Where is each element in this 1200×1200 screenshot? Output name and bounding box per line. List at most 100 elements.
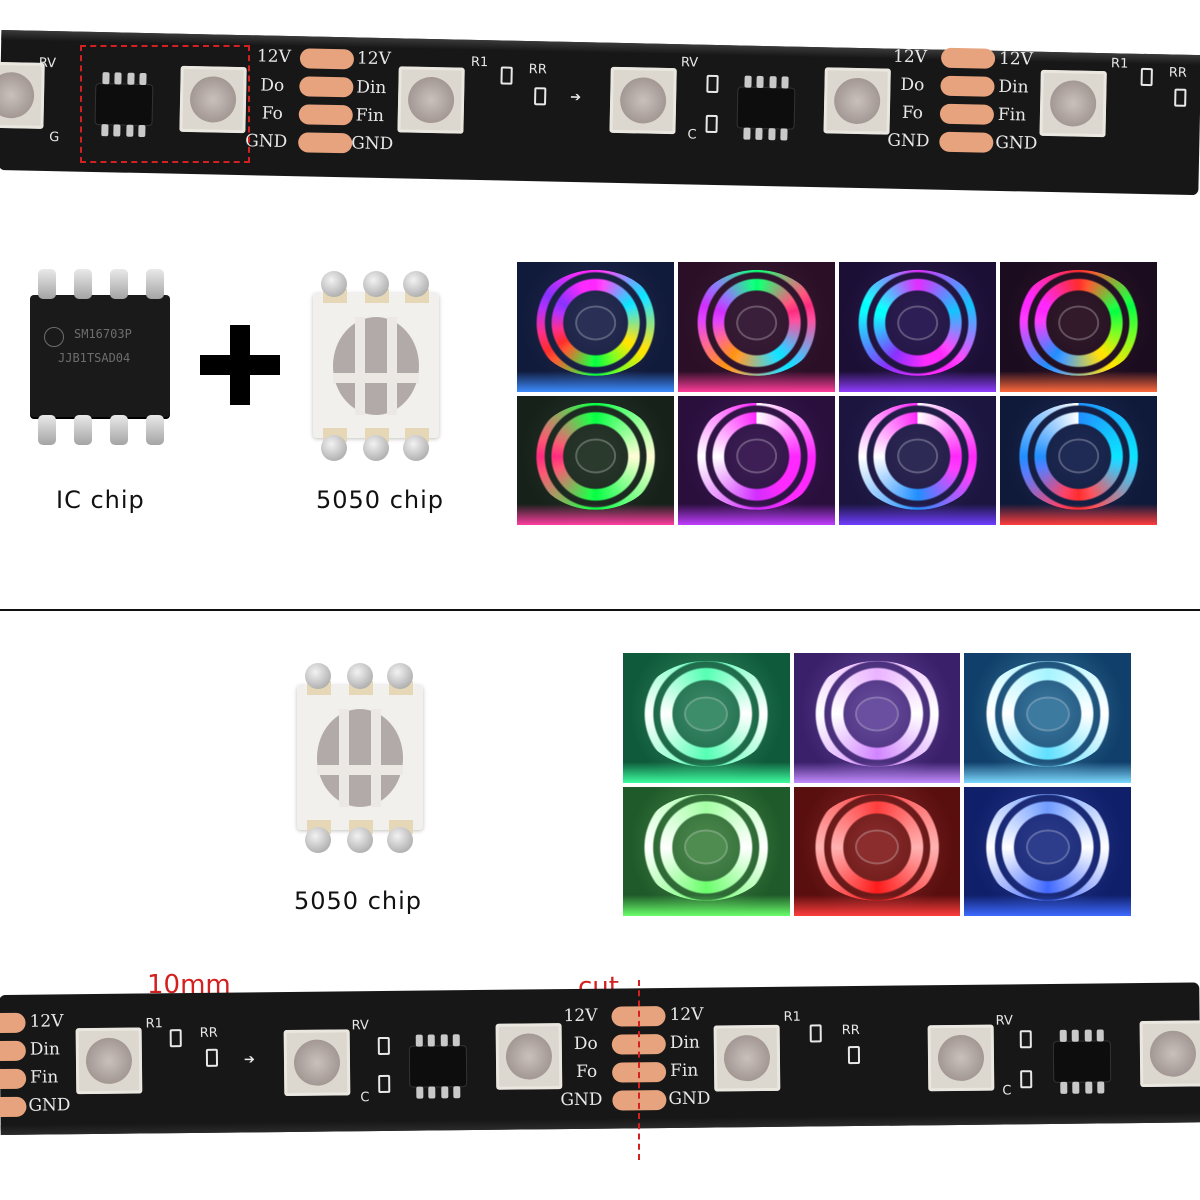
- light-reflection: [793, 895, 961, 916]
- reel-hub: [1059, 307, 1098, 339]
- reel-hub: [576, 307, 615, 339]
- led-5050: [1139, 1020, 1200, 1088]
- resistor: [1019, 1030, 1032, 1049]
- led-strip-reel-photo: [678, 262, 835, 392]
- solder-pad: [939, 131, 994, 153]
- led-5050-closeup: [297, 663, 423, 853]
- reel-hub: [856, 698, 897, 730]
- led-strip-reel-photo: [623, 653, 790, 783]
- silk-gnd: GND: [560, 1089, 603, 1111]
- direction-arrow-icon: ➔: [570, 89, 582, 106]
- light-reflection: [964, 895, 1131, 916]
- silk-rr: RR: [528, 62, 547, 78]
- ic-logo-icon: [44, 327, 64, 347]
- reel-hub: [576, 440, 615, 472]
- silk-12v: 12V: [563, 1005, 598, 1027]
- silk-c: C: [360, 1090, 370, 1106]
- light-reflection: [1000, 504, 1157, 525]
- plus-icon: [200, 325, 280, 405]
- led-5050: [713, 1024, 781, 1092]
- cut-line: [638, 980, 640, 1160]
- led-5050: [609, 66, 677, 135]
- silk-fin: Fin: [997, 104, 1027, 126]
- silk-rr: RR: [841, 1022, 860, 1039]
- led-strip-reel-photo: [793, 653, 961, 783]
- reel-hub: [686, 698, 727, 730]
- reel-hub: [1027, 698, 1068, 730]
- silk-gnd: GND: [28, 1095, 71, 1116]
- solder-pad: [939, 103, 995, 125]
- led-strip-reel-photo: [839, 262, 996, 392]
- led-strip-reel-photo: [517, 262, 674, 392]
- ic-marking-line1: SM16703P: [74, 327, 132, 341]
- resistor: [1174, 88, 1187, 107]
- capacitor: [378, 1074, 391, 1094]
- solder-pad: [298, 104, 353, 126]
- capacitor: [1020, 1070, 1033, 1089]
- led-strip-reel-photo: [1000, 395, 1157, 525]
- ic-chip-closeup: SM16703P JJB1TSAD04: [30, 269, 170, 445]
- silk-c: C: [1002, 1083, 1012, 1099]
- silk-fin: Fin: [355, 105, 385, 127]
- led-lens: [333, 317, 419, 415]
- led-5050: [0, 61, 45, 129]
- reel-hub: [898, 307, 937, 339]
- silk-rr: RR: [199, 1025, 218, 1041]
- light-reflection: [1000, 370, 1157, 392]
- light-reflection: [623, 761, 790, 783]
- led-strip-reel-photo: [1000, 262, 1157, 392]
- reel-hub: [686, 831, 727, 863]
- light-reflection: [678, 504, 835, 525]
- silk-do: Do: [573, 1033, 598, 1054]
- silk-fo: Fo: [261, 103, 284, 124]
- silk-rv: RV: [995, 1013, 1013, 1029]
- reel-hub: [737, 440, 776, 472]
- led-strip-reel-photo: [793, 786, 961, 916]
- resistor: [847, 1045, 861, 1065]
- silk-gnd: GND: [887, 130, 930, 152]
- light-reflection: [517, 504, 674, 525]
- solder-pad: [299, 48, 355, 70]
- resistor: [1140, 67, 1153, 87]
- silk-din: Din: [356, 77, 387, 99]
- resistor: [809, 1024, 822, 1043]
- resistor: [534, 87, 547, 106]
- silk-12v: 12V: [29, 1011, 64, 1032]
- resistor: [500, 66, 513, 85]
- led-5050: [1039, 69, 1107, 138]
- silk-fin: Fin: [669, 1060, 699, 1081]
- led-5050-caption-bottom: 5050 chip: [294, 887, 423, 915]
- silk-rv: RV: [38, 55, 57, 72]
- silk-12v: 12V: [669, 1004, 704, 1025]
- solder-pad: [0, 1068, 27, 1090]
- light-reflection: [623, 895, 790, 916]
- silk-do: Do: [260, 75, 285, 96]
- led-strip-bottom: 12V Din Fin GND R1 RR ➔ RV C 12V Do Fo G…: [0, 982, 1200, 1135]
- silk-gnd: GND: [244, 131, 288, 153]
- silk-rv: RV: [680, 55, 699, 71]
- ic-chip-on-strip: [409, 1034, 467, 1099]
- silk-do: Do: [900, 74, 925, 96]
- silk-g: G: [49, 130, 60, 146]
- reel-hub: [898, 440, 937, 472]
- light-reflection: [839, 504, 996, 525]
- rgb-strip-photo-grid-top: [517, 262, 1157, 525]
- silk-r1: R1: [470, 54, 489, 71]
- capacitor: [705, 114, 718, 134]
- reel-hub: [737, 307, 776, 339]
- silk-12v: 12V: [892, 46, 928, 68]
- silk-din: Din: [669, 1032, 700, 1053]
- reel-hub: [1059, 440, 1098, 472]
- solder-pad: [0, 1040, 26, 1062]
- reel-hub: [856, 831, 897, 863]
- light-reflection: [517, 370, 674, 392]
- led-5050-closeup: [313, 271, 439, 461]
- solder-pad: [940, 47, 996, 69]
- led-5050: [823, 67, 891, 135]
- solder-pad: [0, 1096, 27, 1118]
- led-strip-reel-photo: [623, 786, 790, 916]
- light-reflection: [793, 761, 961, 783]
- silk-12v: 12V: [356, 48, 392, 70]
- led-strip-reel-photo: [964, 653, 1131, 783]
- resistor: [706, 74, 719, 94]
